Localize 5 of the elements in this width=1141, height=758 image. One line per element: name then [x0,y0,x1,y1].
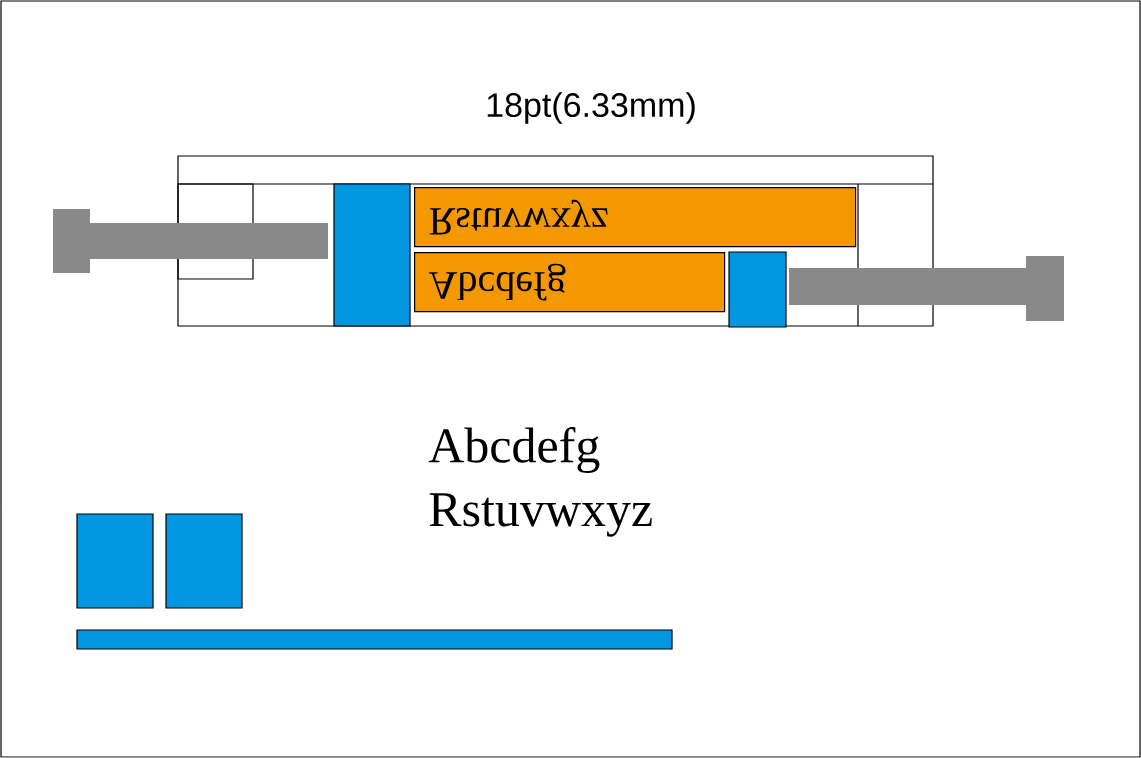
printed-text: Rstuvwxyz [429,493,652,537]
type-slug: Abcdefg [414,252,726,313]
printed-text: Abcdefg [428,427,600,473]
dimension-label: 18pt(6.33mm) [487,92,695,124]
type-slug: Rstuvwxyz [414,187,857,248]
